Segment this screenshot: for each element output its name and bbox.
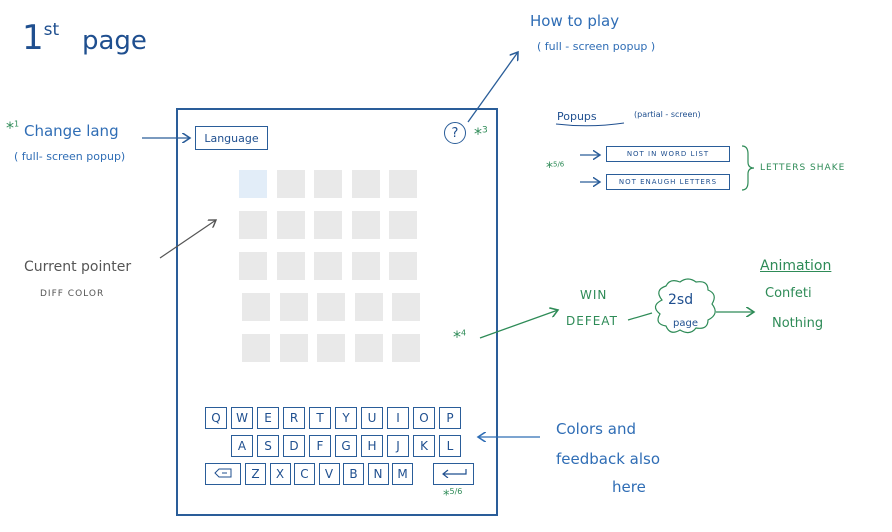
grid-cell xyxy=(239,252,267,280)
second-page-cloud xyxy=(654,278,716,334)
pointer-arrow xyxy=(159,220,216,259)
grid-cell xyxy=(351,170,380,198)
page-title: 1st page xyxy=(22,18,147,58)
grid-cell xyxy=(239,211,267,239)
key-m[interactable]: M xyxy=(392,463,413,485)
change-lang-subnote: ( full- screen popup) xyxy=(14,150,126,163)
grid-cell xyxy=(314,170,342,198)
key-v[interactable]: V xyxy=(318,463,340,485)
key-w[interactable]: W xyxy=(231,407,253,429)
second-page-label: 2sd xyxy=(668,292,694,308)
popups-underline xyxy=(555,122,625,127)
key-j[interactable]: J xyxy=(387,435,409,457)
help-star: *3 xyxy=(474,124,488,143)
popups-brace xyxy=(741,145,755,191)
key-o[interactable]: O xyxy=(413,407,435,429)
grid-cell-current xyxy=(239,170,267,198)
backspace-key[interactable] xyxy=(205,463,241,485)
how-to-play-subnote: ( full - screen popup ) xyxy=(537,40,656,53)
grid-cell xyxy=(389,252,417,280)
how-to-play-arrow xyxy=(467,52,518,123)
grid-cell xyxy=(389,170,417,198)
enter-key[interactable] xyxy=(433,463,474,485)
grid-cell xyxy=(317,293,345,321)
key-a[interactable]: A xyxy=(231,435,253,457)
key-i[interactable]: I xyxy=(387,407,409,429)
colors-note-line2: feedback also xyxy=(556,450,661,468)
grid-cell xyxy=(392,293,420,321)
key-q[interactable]: Q xyxy=(205,407,227,429)
popup-not-in-word-list: NOT IN WORD LIST xyxy=(606,146,730,162)
key-k[interactable]: K xyxy=(413,435,435,457)
key-u[interactable]: U xyxy=(361,407,383,429)
colors-note-line1: Colors and xyxy=(556,420,636,438)
grid-cell xyxy=(354,293,383,321)
key-z[interactable]: Z xyxy=(245,463,266,485)
phone-frame xyxy=(176,108,498,516)
change-lang-note: Change lang xyxy=(24,122,119,140)
key-f[interactable]: F xyxy=(309,435,331,457)
animation-nothing: Nothing xyxy=(772,316,824,331)
grid-cell xyxy=(276,170,305,198)
change-lang-star: *1 xyxy=(6,118,20,137)
key-p[interactable]: P xyxy=(439,407,461,429)
grid-cell xyxy=(389,211,417,239)
key-y[interactable]: Y xyxy=(335,407,357,429)
key-d[interactable]: D xyxy=(283,435,305,457)
question-icon: ? xyxy=(451,125,459,141)
grid-cell xyxy=(279,334,308,362)
pointer-note: Current pointer xyxy=(24,259,132,275)
grid-cell xyxy=(317,334,345,362)
win-label: WIN xyxy=(580,288,608,302)
how-to-play-note: How to play xyxy=(530,12,620,30)
grid-cell xyxy=(392,334,420,362)
grid-cell xyxy=(354,334,383,362)
keyboard-star: *5/6 xyxy=(443,487,463,504)
enter-icon xyxy=(440,467,468,481)
letters-shake-note: LETTERS SHAKE xyxy=(760,163,846,173)
key-s[interactable]: S xyxy=(257,435,279,457)
grid-cell xyxy=(279,293,308,321)
grid-cell xyxy=(276,211,305,239)
defeat-label: DEFEAT xyxy=(566,314,618,328)
grid-cell xyxy=(314,211,342,239)
animation-title: Animation xyxy=(760,258,832,274)
key-b[interactable]: B xyxy=(343,463,364,485)
result-arrow xyxy=(479,310,558,339)
key-h[interactable]: H xyxy=(361,435,383,457)
result-star: *4 xyxy=(453,327,467,346)
grid-cell xyxy=(242,293,270,321)
key-g[interactable]: G xyxy=(335,435,357,457)
popup-not-enough-letters: NOT ENAUGH LETTERS xyxy=(606,174,730,190)
animation-confeti: Confeti xyxy=(765,286,812,301)
key-n[interactable]: N xyxy=(367,463,389,485)
key-e[interactable]: E xyxy=(257,407,279,429)
grid-cell xyxy=(276,252,305,280)
grid-cell xyxy=(351,252,380,280)
help-button[interactable]: ? xyxy=(444,122,466,144)
popups-title: Popups xyxy=(557,110,597,123)
pointer-subnote: DIFF COLOR xyxy=(40,289,105,299)
key-l[interactable]: L xyxy=(439,435,461,457)
popups-star: *5/6 xyxy=(546,160,565,176)
grid-cell xyxy=(351,211,380,239)
key-r[interactable]: R xyxy=(283,407,305,429)
key-c[interactable]: C xyxy=(294,463,315,485)
key-t[interactable]: T xyxy=(309,407,331,429)
backspace-icon xyxy=(213,467,233,481)
second-page-sublabel: page xyxy=(673,318,698,329)
key-x[interactable]: X xyxy=(269,463,291,485)
outcome-connector xyxy=(627,312,653,321)
grid-cell xyxy=(314,252,342,280)
language-button[interactable]: Language xyxy=(195,126,268,150)
colors-note-line3: here xyxy=(612,478,646,496)
grid-cell xyxy=(242,334,270,362)
popups-subtitle: (partial - screen) xyxy=(634,110,701,119)
